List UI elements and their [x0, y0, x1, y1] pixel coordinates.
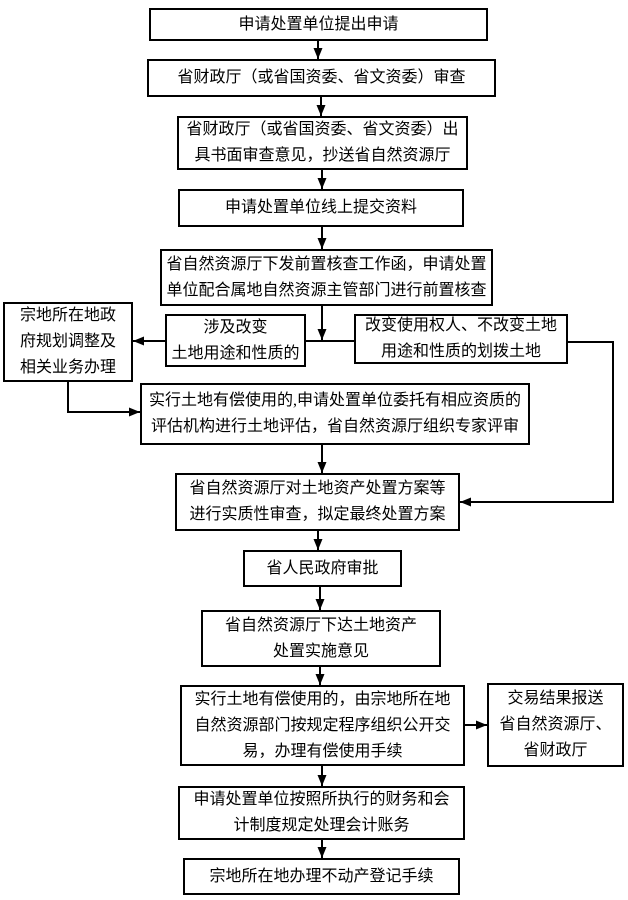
node-branch-change-land-use: 涉及改变 土地用途和性质的 — [165, 314, 306, 367]
node-finance-dept-review: 省财政厅（或省国资委、省文资委）审查 — [147, 59, 496, 97]
node-issue-implementation-opinion: 省自然资源厅下达土地资产 处置实施意见 — [201, 610, 441, 667]
node-online-submit-materials: 申请处置单位线上提交资料 — [178, 189, 464, 227]
node-accounting-treatment: 申请处置单位按照所执行的财务和会 计制度规定处理会计账务 — [178, 786, 465, 840]
node-provincial-gov-approval: 省人民政府审批 — [243, 550, 402, 587]
node-submit-application: 申请处置单位提出申请 — [149, 8, 488, 41]
node-public-trading-paid-use: 实行土地有偿使用的，由宗地所在地 自然资源部门按规定程序组织公开交 易，办理有偿… — [180, 685, 465, 766]
node-report-trade-result: 交易结果报送 省自然资源厅、 省财政厅 — [487, 683, 624, 767]
node-pre-check-work-letter: 省自然资源厅下发前置核查工作函，申请处置 单位配合属地自然资源主管部门进行前置核… — [160, 249, 493, 306]
node-written-review-opinion: 省财政厅（或省国资委、省文资委）出 具书面审查意见，抄送省自然资源厅 — [177, 116, 468, 170]
node-branch-change-user-allocated-land: 改变使用权人、不改变土地 用途和性质的划拨土地 — [354, 314, 568, 364]
arrow-allocated-land-to-substantive-review — [460, 341, 614, 507]
node-substantive-review-final-plan: 省自然资源厅对土地资产处置方案等 进行实质性审查，拟定最终处置方案 — [175, 473, 460, 531]
arrow-local-gov-to-valuation — [67, 382, 140, 417]
node-local-gov-planning-adjust: 宗地所在地政 府规划调整及 相关业务办理 — [3, 302, 133, 382]
node-land-valuation-expert-review: 实行土地有偿使用的,申请处置单位委托有相应资质的 评估机构进行土地评估，省自然资… — [140, 383, 530, 445]
node-real-estate-registration: 宗地所在地办理不动产登记手续 — [183, 858, 460, 895]
